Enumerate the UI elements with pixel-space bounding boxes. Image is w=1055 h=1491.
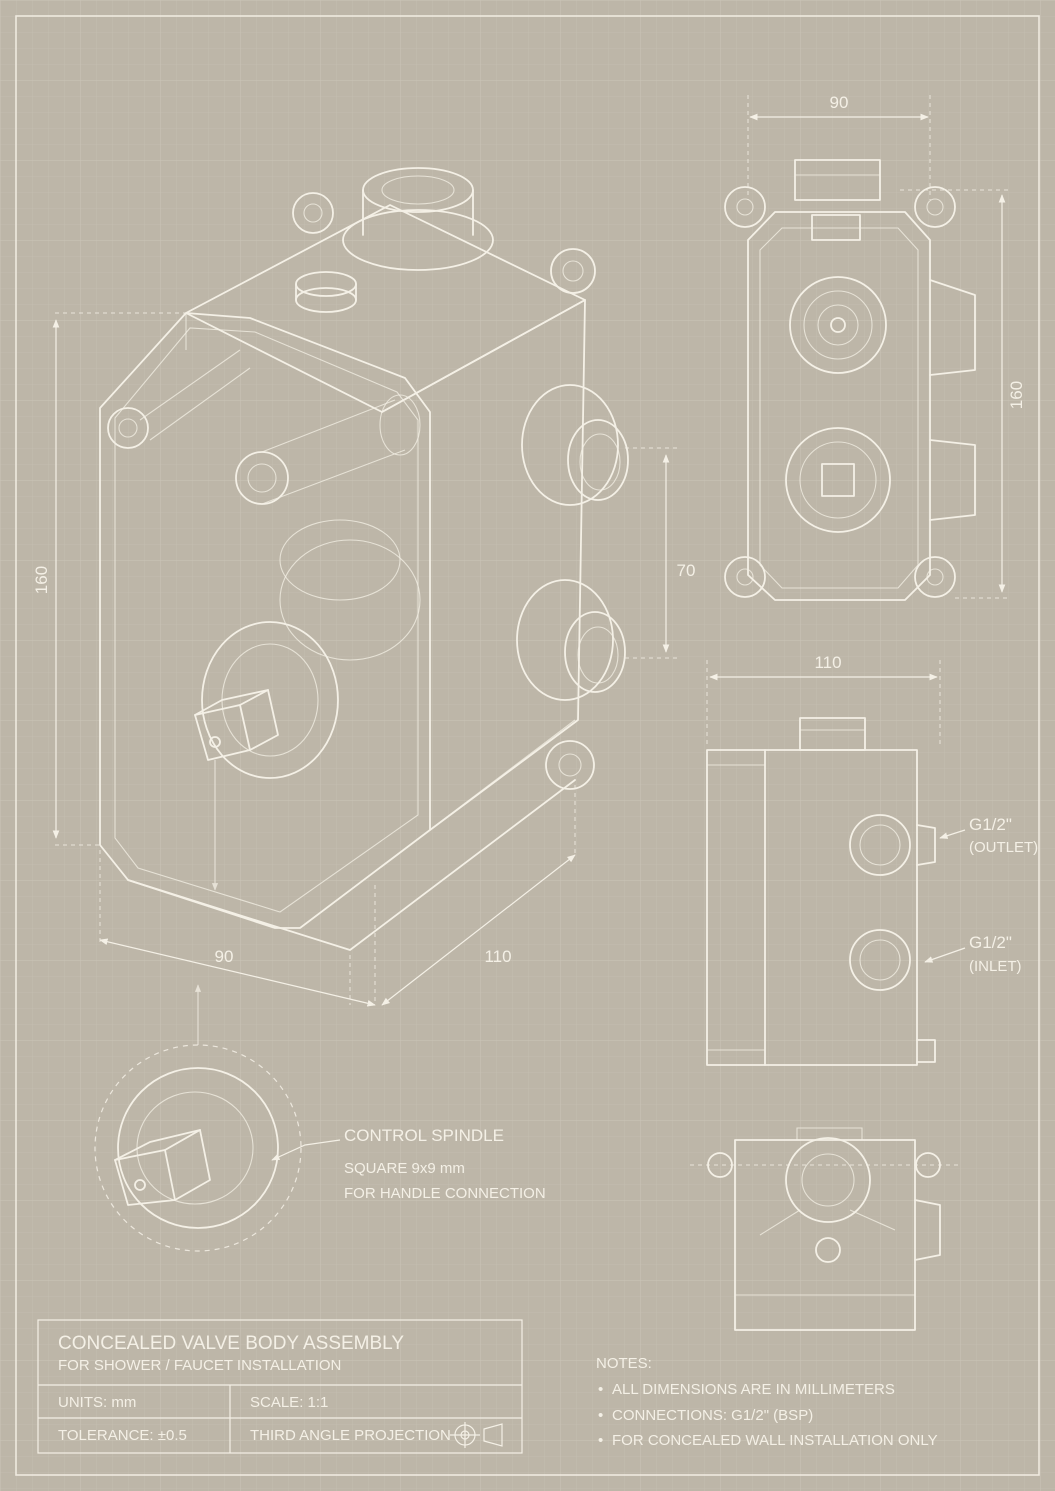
- spindle-purpose: FOR HANDLE CONNECTION: [344, 1185, 546, 1202]
- scale-cell: SCALE: 1:1: [250, 1394, 328, 1411]
- projection-symbol-icon: [450, 1422, 503, 1448]
- note-item: CONNECTIONS: G1/2" (BSP): [612, 1407, 813, 1424]
- notes: NOTES: • ALL DIMENSIONS ARE IN MILLIMETE…: [596, 1355, 938, 1449]
- svg-text:•: •: [598, 1381, 603, 1398]
- bottom-view: [690, 1127, 960, 1331]
- notes-heading: NOTES:: [596, 1355, 652, 1372]
- tolerance-cell: TOLERANCE: ±0.5: [58, 1427, 187, 1444]
- iso-height-dimension: 160: [32, 566, 51, 594]
- sheet-border: [15, 15, 1040, 1476]
- inlet-label: (INLET): [969, 958, 1022, 975]
- note-item: ALL DIMENSIONS ARE IN MILLIMETERS: [612, 1381, 895, 1398]
- units-cell: UNITS: mm: [58, 1394, 136, 1411]
- note-item: FOR CONCEALED WALL INSTALLATION ONLY: [612, 1432, 938, 1449]
- outlet-size-label: G1/2": [969, 815, 1012, 834]
- inlet-size-label: G1/2": [969, 933, 1012, 952]
- drawing-title: CONCEALED VALVE BODY ASSEMBLY: [58, 1333, 404, 1354]
- spindle-size: SQUARE 9x9 mm: [344, 1160, 465, 1177]
- iso-width-dimension: 90: [215, 947, 234, 966]
- side-depth-dimension: 110: [814, 653, 841, 672]
- spindle-title: CONTROL SPINDLE: [344, 1126, 504, 1145]
- front-width-dimension: 90: [830, 93, 849, 112]
- iso-depth-dimension: 110: [484, 947, 511, 966]
- title-block: CONCEALED VALVE BODY ASSEMBLY FOR SHOWER…: [37, 1319, 523, 1454]
- spindle-detail: CONTROL SPINDLE SQUARE 9x9 mm FOR HANDLE…: [94, 984, 546, 1252]
- svg-text:•: •: [598, 1432, 603, 1449]
- outlet-label: (OUTLET): [969, 839, 1038, 856]
- front-height-dimension: 160: [1007, 381, 1026, 409]
- isometric-view: 160 90 110 70: [32, 167, 696, 1007]
- projection-cell: THIRD ANGLE PROJECTION: [250, 1427, 451, 1444]
- front-view: 90 160: [724, 93, 1026, 601]
- svg-text:•: •: [598, 1407, 603, 1424]
- side-view: 110 G1/2" (OUTLET) G1/2" (INLET): [706, 653, 1038, 1066]
- drawing-subtitle: FOR SHOWER / FAUCET INSTALLATION: [58, 1357, 341, 1374]
- iso-port-spacing-dimension: 70: [677, 561, 696, 580]
